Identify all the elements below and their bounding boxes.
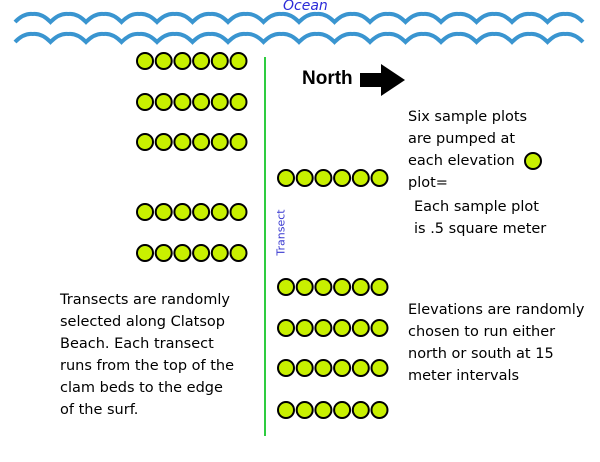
sample-plot	[154, 52, 173, 70]
north-arrow-icon	[360, 64, 405, 96]
sample-plot	[173, 133, 192, 151]
sample-plot	[136, 203, 154, 221]
sample-plot	[210, 244, 229, 262]
sample-plot	[192, 133, 211, 151]
sample-plots-note: Six sample plots are pumped at each elev…	[408, 109, 528, 191]
sample-plots	[136, 52, 389, 419]
elevations-note: Elevations are randomly chosen to run ei…	[408, 302, 585, 384]
sample-plot	[154, 93, 173, 111]
sample-plot	[229, 52, 248, 70]
sample-plot	[333, 401, 352, 419]
sample-plot	[229, 244, 248, 262]
sample-plot	[192, 52, 211, 70]
sample-plot	[136, 93, 154, 111]
sample-plot	[333, 319, 352, 337]
sample-plot	[277, 319, 295, 337]
sample-plot	[277, 278, 295, 296]
sample-plot	[277, 401, 295, 419]
sample-plot	[173, 52, 192, 70]
sample-plot	[370, 401, 389, 419]
sample-plot	[210, 133, 229, 151]
ocean-label: Ocean	[283, 0, 328, 14]
sample-plot	[351, 169, 370, 187]
sample-plot	[136, 244, 154, 262]
transects-note: Transects are randomly selected along Cl…	[60, 292, 235, 418]
sample-plot	[229, 203, 248, 221]
sample-plot	[351, 319, 370, 337]
sample-plot	[370, 169, 389, 187]
sample-plot	[154, 133, 173, 151]
sample-plot	[314, 169, 333, 187]
plot-size-note: Each sample plot is .5 square meter	[414, 199, 547, 237]
sample-plot	[136, 52, 154, 70]
sample-plot	[351, 278, 370, 296]
sample-plot	[277, 359, 295, 377]
sample-plot	[314, 359, 333, 377]
sample-plot	[192, 93, 211, 111]
sample-plot	[192, 244, 211, 262]
sample-plot	[154, 244, 173, 262]
sample-plot	[192, 203, 211, 221]
sample-plot	[351, 359, 370, 377]
wave-row	[13, 11, 585, 25]
sample-plot	[295, 401, 314, 419]
sample-plot	[229, 93, 248, 111]
sample-plot	[295, 319, 314, 337]
sample-plot	[333, 278, 352, 296]
sample-plot	[314, 319, 333, 337]
sample-plot	[277, 169, 295, 187]
north-label: North	[302, 68, 353, 89]
wave-row	[13, 31, 585, 45]
sample-plot	[173, 93, 192, 111]
plot-legend-icon	[524, 152, 542, 170]
sample-plot	[210, 203, 229, 221]
transect-label: Transect	[274, 209, 288, 256]
sample-plot	[370, 278, 389, 296]
sample-plot	[136, 133, 154, 151]
sample-plot	[295, 359, 314, 377]
sample-plot	[314, 278, 333, 296]
sample-plot	[210, 52, 229, 70]
sample-plot	[210, 93, 229, 111]
ocean-waves	[13, 11, 585, 45]
sample-plot	[370, 319, 389, 337]
sample-plot	[154, 203, 173, 221]
sample-plot	[351, 401, 370, 419]
sample-plot	[295, 169, 314, 187]
sample-plot	[370, 359, 389, 377]
sample-plot	[173, 244, 192, 262]
sample-plot	[295, 278, 314, 296]
sample-plot	[229, 133, 248, 151]
sample-plot	[173, 203, 192, 221]
sample-plot	[314, 401, 333, 419]
sample-plot	[333, 169, 352, 187]
sample-plot	[333, 359, 352, 377]
